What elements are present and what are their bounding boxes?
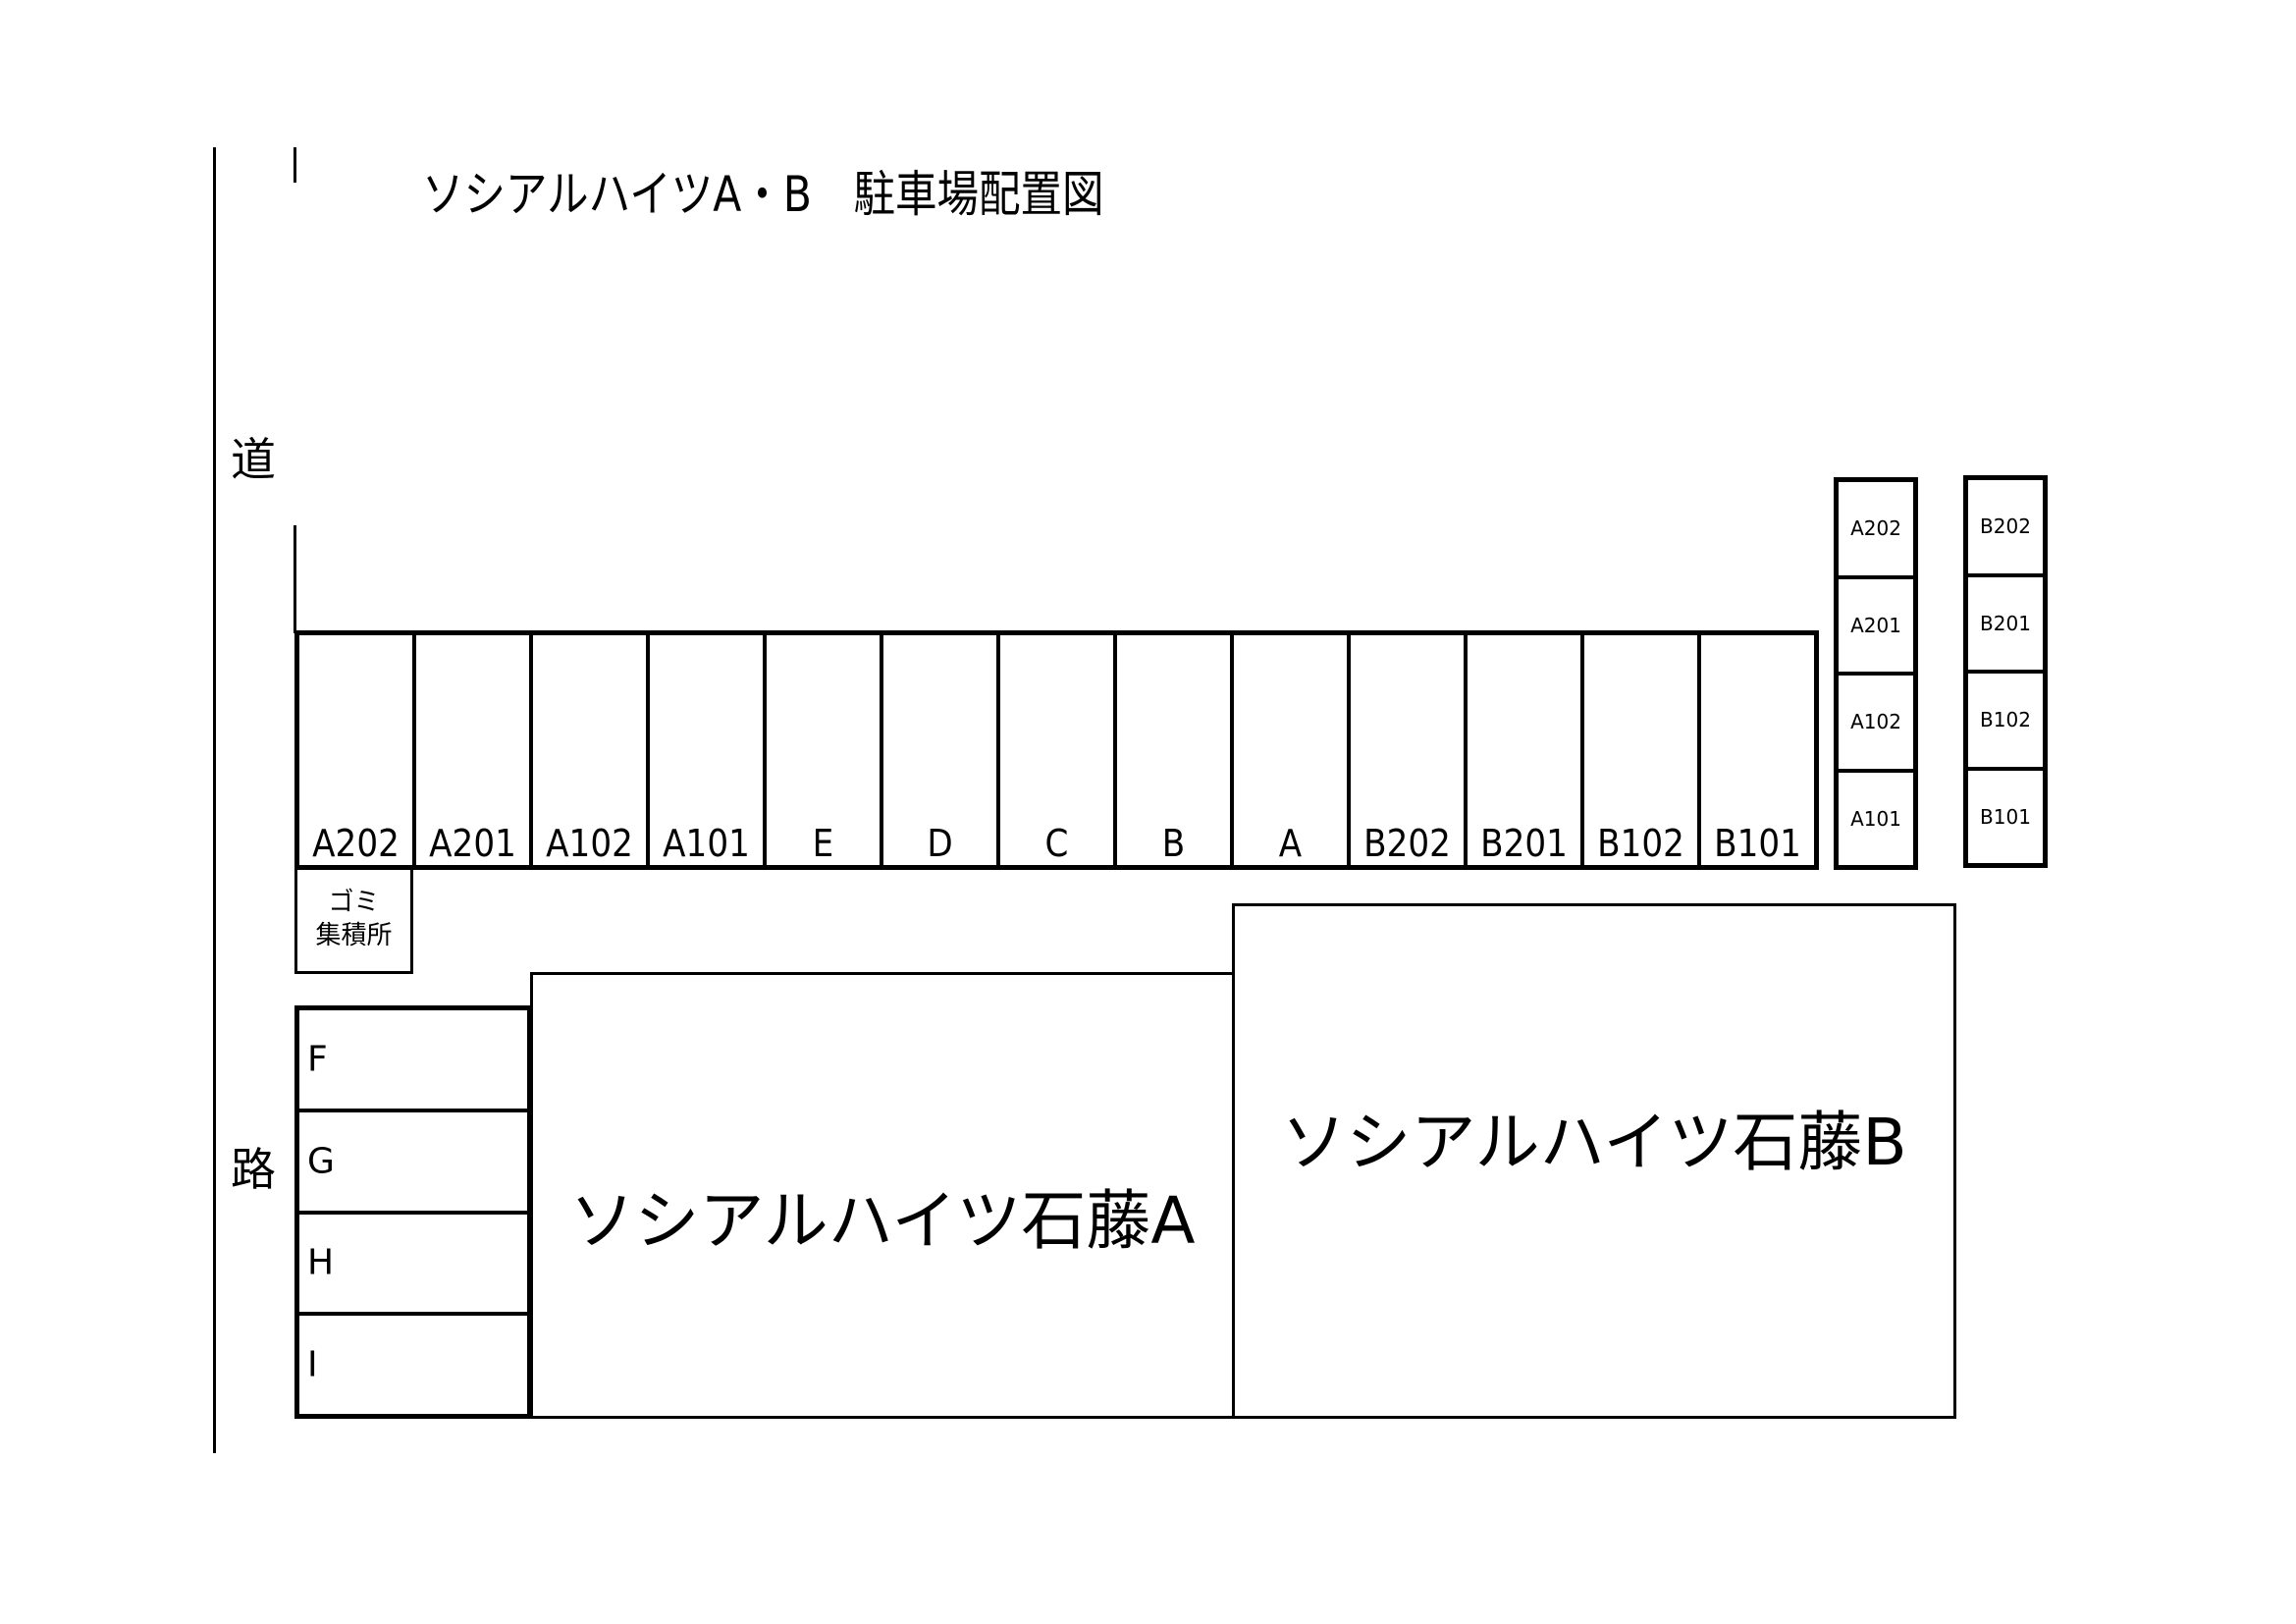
road-edge-line xyxy=(213,147,216,1453)
space-label: A102 xyxy=(546,822,633,865)
bike-space[interactable]: A201 xyxy=(1839,579,1913,676)
space-label: A202 xyxy=(312,822,400,865)
building-a-label: ソシアルハイツ石藤A xyxy=(569,1182,1196,1259)
bike-space[interactable]: B201 xyxy=(1968,577,2043,674)
space-label: B201 xyxy=(1980,611,2031,635)
parking-space[interactable]: C xyxy=(1000,635,1117,865)
parking-space[interactable]: B201 xyxy=(1468,635,1584,865)
parking-space[interactable]: E xyxy=(767,635,883,865)
road-label-top: 道 xyxy=(231,433,276,486)
space-label: A201 xyxy=(429,822,516,865)
space-label: B101 xyxy=(1714,822,1801,865)
boundary-line xyxy=(294,525,296,633)
space-label: A202 xyxy=(1850,516,1901,541)
parking-space[interactable]: A101 xyxy=(650,635,767,865)
building-b-label: ソシアルハイツ石藤B xyxy=(1281,1104,1907,1180)
garbage-collection-area: ゴミ 集積所 xyxy=(294,870,413,974)
space-label: F xyxy=(307,1039,328,1080)
parking-space[interactable]: B xyxy=(1117,635,1234,865)
space-label: B202 xyxy=(1363,822,1451,865)
parking-space[interactable]: A102 xyxy=(533,635,650,865)
bike-space[interactable]: B102 xyxy=(1968,674,2043,771)
side-parking-column: F G H I xyxy=(294,1005,532,1419)
parking-space[interactable]: A xyxy=(1234,635,1351,865)
space-label: A101 xyxy=(663,822,750,865)
bike-column-a: A202 A201 A102 A101 xyxy=(1834,477,1918,870)
road-label-bottom: 路 xyxy=(231,1143,276,1196)
space-label: H xyxy=(307,1242,335,1283)
space-label: C xyxy=(1044,822,1069,865)
building-b: ソシアルハイツ石藤B xyxy=(1232,903,1956,1419)
space-label: G xyxy=(307,1141,335,1182)
bike-space[interactable]: A102 xyxy=(1839,676,1913,773)
bike-column-b: B202 B201 B102 B101 xyxy=(1963,475,2048,868)
space-label: A102 xyxy=(1850,710,1901,734)
parking-space[interactable]: F xyxy=(299,1010,527,1112)
parking-space[interactable]: B202 xyxy=(1351,635,1468,865)
parking-space[interactable]: G xyxy=(299,1112,527,1215)
space-label: B101 xyxy=(1980,804,2031,829)
parking-space[interactable]: I xyxy=(299,1316,527,1414)
parking-row: A202 A201 A102 A101 E D C B A B202 B201 … xyxy=(294,630,1819,870)
space-label: A201 xyxy=(1850,613,1901,637)
space-label: B102 xyxy=(1980,708,2031,732)
space-label: B202 xyxy=(1980,514,2031,539)
boundary-tick xyxy=(294,147,296,183)
parking-space[interactable]: A202 xyxy=(299,635,416,865)
page-title: ソシアルハイツA・B 駐車場配置図 xyxy=(422,166,1104,223)
parking-space[interactable]: A201 xyxy=(416,635,533,865)
space-label: B xyxy=(1161,822,1186,865)
bike-space[interactable]: A202 xyxy=(1839,482,1913,579)
space-label: B201 xyxy=(1480,822,1568,865)
space-label: A xyxy=(1278,822,1303,865)
building-a: ソシアルハイツ石藤A xyxy=(530,972,1235,1419)
parking-space[interactable]: H xyxy=(299,1215,527,1317)
bike-space[interactable]: B101 xyxy=(1968,771,2043,864)
parking-space[interactable]: D xyxy=(883,635,1000,865)
parking-space[interactable]: B102 xyxy=(1584,635,1701,865)
bike-space[interactable]: B202 xyxy=(1968,480,2043,577)
parking-space[interactable]: B101 xyxy=(1701,635,1814,865)
space-label: E xyxy=(812,822,834,865)
space-label: I xyxy=(307,1344,318,1385)
space-label: D xyxy=(927,822,953,865)
garbage-label-line2: 集積所 xyxy=(315,921,393,950)
garbage-label-line1: ゴミ xyxy=(328,888,380,917)
space-label: A101 xyxy=(1850,806,1901,831)
bike-space[interactable]: A101 xyxy=(1839,773,1913,866)
space-label: B102 xyxy=(1597,822,1684,865)
